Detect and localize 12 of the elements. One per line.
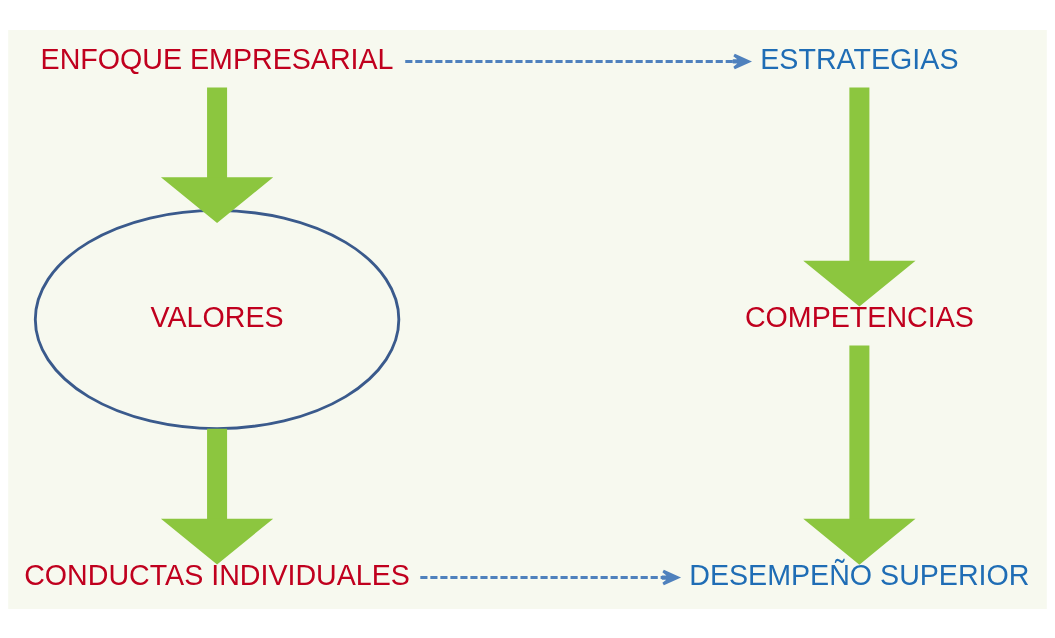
arrow <box>160 86 274 223</box>
node-text: COMPETENCIAS <box>744 300 974 333</box>
arrow <box>405 53 750 69</box>
node-text: ENFOQUE EMPRESARIAL <box>40 42 394 75</box>
arrow <box>803 344 916 565</box>
node-text: ESTRATEGIAS <box>760 42 959 75</box>
arrow <box>803 86 916 307</box>
node-text: CONDUCTAS INDIVIDUALES <box>24 558 410 591</box>
node-text: DESEMPEÑO SUPERIOR <box>689 558 1030 591</box>
node-ellipse: VALORES <box>33 208 401 430</box>
arrow <box>160 428 274 564</box>
arrow <box>420 569 679 585</box>
